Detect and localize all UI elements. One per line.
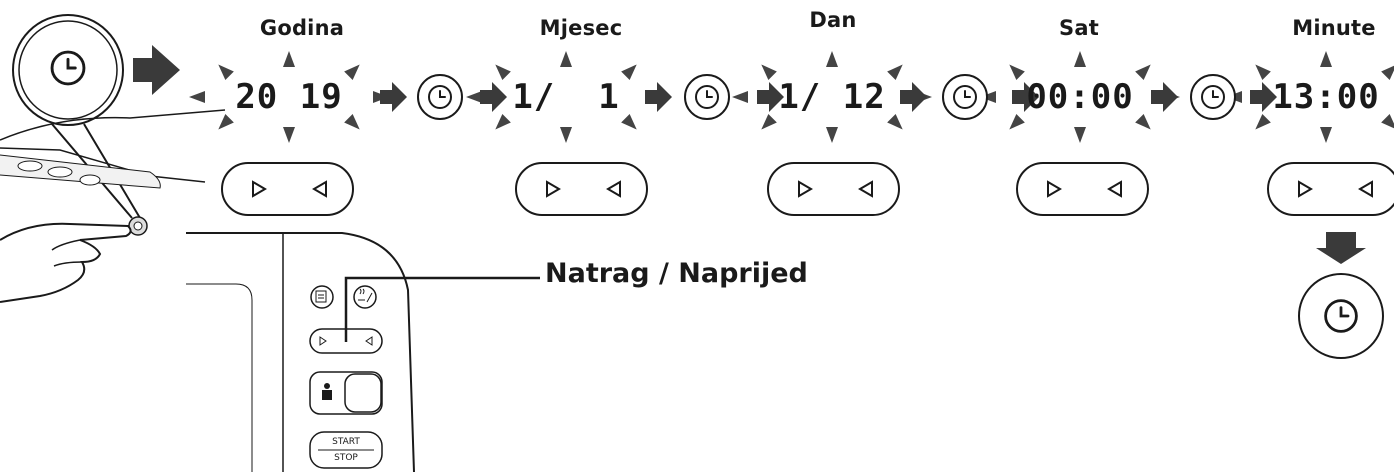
blink-ray (1135, 64, 1151, 81)
blink-ray (466, 91, 482, 103)
blink-ray (1381, 65, 1394, 81)
arrow-right-icon (757, 82, 784, 112)
arrow-right-icon (900, 82, 927, 112)
blink-ray (1320, 127, 1332, 143)
right-triangle-icon (1107, 180, 1122, 198)
blink-ray-group (1226, 51, 1394, 143)
left-triangle-icon (252, 180, 267, 198)
blink-ray (1009, 64, 1025, 81)
blink-ray (1074, 51, 1086, 67)
front-panel (186, 232, 415, 472)
blink-ray (887, 64, 903, 81)
right-triangle-icon (1358, 180, 1373, 198)
hand-illustration (0, 222, 132, 303)
left-triangle-icon (798, 180, 813, 198)
clock-icon (1201, 85, 1225, 109)
final-clock-button[interactable] (1298, 273, 1384, 359)
blink-ray (218, 113, 234, 130)
clock-icon (1324, 299, 1358, 333)
step-title-day: Dan (809, 8, 857, 32)
step-title-hour: Sat (1059, 16, 1099, 40)
callout-line (344, 276, 540, 342)
display-minute: 13:00 (1272, 77, 1380, 117)
flow-arrows (380, 74, 1277, 120)
left-triangle-icon (1047, 180, 1062, 198)
arrow-button[interactable] (221, 162, 354, 216)
blink-ray (344, 113, 360, 130)
blink-ray (826, 127, 838, 143)
clock-button[interactable] (942, 74, 988, 120)
blink-ray (1074, 127, 1086, 143)
blink-ray (283, 127, 295, 143)
right-triangle-icon (606, 180, 621, 198)
arrow-button[interactable] (1267, 162, 1394, 216)
blink-ray (344, 64, 360, 81)
step-title-month: Mjesec (539, 16, 623, 40)
blink-ray (560, 51, 572, 67)
blink-ray (283, 51, 295, 67)
display-year: 20 19 (235, 77, 343, 117)
callout-label: Natrag / Naprijed (545, 258, 808, 289)
clock-icon (428, 85, 452, 109)
display-hour: 00:00 (1026, 77, 1134, 117)
blink-ray (1320, 51, 1332, 67)
panel-start-stop-button[interactable] (309, 431, 383, 469)
arrow-button[interactable] (767, 162, 900, 216)
blink-ray (189, 91, 205, 103)
blink-ray (621, 64, 637, 81)
arrow-right-icon (1151, 82, 1178, 112)
clock-icon (50, 50, 86, 86)
blink-ray (761, 64, 777, 81)
stop-label: STOP (334, 453, 358, 463)
device-body (0, 109, 226, 236)
blink-ray (621, 113, 637, 130)
step-title-year: Godina (259, 16, 345, 40)
blink-ray (732, 91, 748, 103)
blink-ray (761, 113, 777, 130)
start-label: START (332, 437, 360, 447)
arrow-right-icon (133, 45, 180, 95)
blink-ray (1009, 113, 1025, 130)
blink-ray (495, 113, 511, 130)
blink-ray (1255, 64, 1271, 81)
left-triangle-icon (546, 180, 561, 198)
step-title-minute: Minute (1292, 16, 1376, 40)
arrow-button[interactable] (1016, 162, 1149, 216)
blink-ray (495, 64, 511, 81)
arrow-right-icon (1250, 82, 1277, 112)
clock-icon (953, 85, 977, 109)
blink-ray-group (980, 51, 1180, 143)
clock-button[interactable] (1190, 74, 1236, 120)
blink-ray (826, 51, 838, 67)
display-day: 1/ 12 (778, 77, 886, 117)
clock-button[interactable] (684, 74, 730, 120)
clock-button[interactable] (417, 74, 463, 120)
left-triangle-icon (1298, 180, 1313, 198)
right-triangle-icon (858, 180, 873, 198)
panel-child-lock-button[interactable] (309, 371, 383, 415)
arrow-right-icon (1012, 82, 1039, 112)
arrow-button[interactable] (515, 162, 648, 216)
blink-ray (560, 127, 572, 143)
right-triangle-icon (312, 180, 327, 198)
panel-button-edit[interactable] (310, 285, 334, 309)
magnifier-circle (12, 14, 141, 219)
blink-ray (1381, 113, 1394, 129)
clock-icon (695, 85, 719, 109)
arrow-right-icon (480, 82, 507, 112)
blink-ray-group (189, 51, 389, 143)
display-month: 1/ 1 (512, 77, 620, 117)
arrow-button-row (221, 162, 1394, 216)
arrow-right-icon (645, 82, 672, 112)
blink-ray (218, 64, 234, 81)
arrow-right-icon (380, 82, 407, 112)
blink-ray (1135, 113, 1151, 130)
blink-ray (887, 113, 903, 130)
blink-ray (1255, 113, 1271, 130)
blink-rays (189, 51, 1394, 143)
panel-button-steam[interactable] (353, 285, 377, 309)
arrow-down-icon (1316, 232, 1366, 264)
